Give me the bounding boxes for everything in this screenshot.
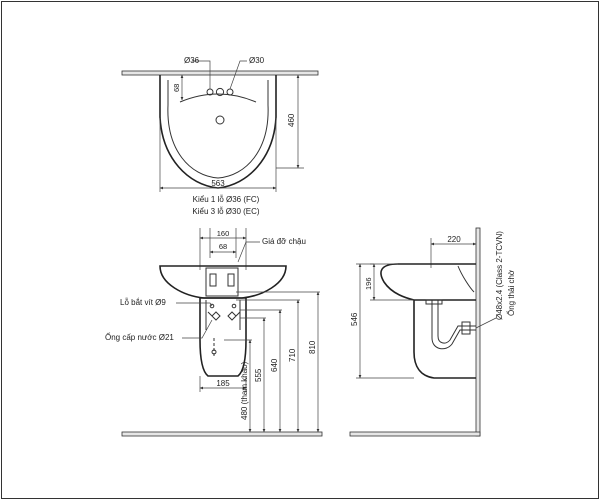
pedestal-inner-lines: [205, 300, 241, 330]
label-total-height: 546: [350, 312, 359, 326]
basin-side-outline: [380, 263, 476, 301]
tap-hole-right-icon: [226, 88, 234, 96]
label-water-pipe: Ống cấp nước Ø21: [105, 332, 174, 342]
trap-pipe: [431, 300, 476, 350]
label-bracket-inner: 68: [219, 242, 227, 251]
drain-fitting: [425, 299, 443, 305]
pedestal-side-outline: [413, 300, 476, 379]
label-hole-left: Ø36: [184, 56, 200, 65]
label-bowl-height: 196: [364, 277, 373, 290]
wall-band-side: [475, 227, 481, 437]
label-hole-right: Ø30: [249, 56, 265, 65]
bracket-slot-right: [227, 273, 235, 287]
label-drain-pipe: Ø48x2.4 (Class 2-TCVN): [495, 231, 504, 320]
label-h555: 555: [254, 368, 263, 382]
leader-hole-right: [229, 60, 247, 90]
tap-hole-center-icon: [215, 87, 225, 97]
basin-bowl-front: [159, 265, 287, 299]
valve-left-icon: [207, 311, 221, 321]
label-projection: 220: [447, 235, 461, 244]
label-bracket: Giá đỡ chậu: [262, 237, 306, 246]
label-h710: 710: [288, 348, 297, 362]
label-width: 563: [211, 179, 225, 188]
valve-right-icon: [227, 311, 241, 321]
deck-curve: [179, 93, 257, 103]
pedestal-hole-icon: [211, 349, 217, 355]
leader-drain: [475, 317, 497, 329]
top-wall-band: [121, 70, 319, 76]
basin-inner-rim: [167, 80, 269, 179]
leader-water-pipe: [182, 319, 213, 339]
label-drain-wait: Ống thải chờ: [506, 269, 516, 316]
front-view: 160 68 Giá đỡ chậu Lỗ bắt vít Ø9 Ống cấp…: [105, 228, 323, 437]
label-h640: 640: [270, 358, 279, 372]
leader-bracket: [237, 241, 260, 263]
leader-hole-left: [192, 60, 211, 89]
side-view: 220 196 546 Ø48x2.4 (Class 2-TCVN) Ống t…: [349, 227, 516, 437]
bracket-slot-left: [209, 273, 217, 287]
note-three-hole: Kiểu 3 lỗ Ø30 (EC): [192, 207, 259, 216]
trap-pipe-inner: [437, 300, 476, 344]
floor-band-front: [121, 431, 323, 437]
label-screw-hole: Lỗ bắt vít Ø9: [120, 298, 166, 307]
label-depth: 460: [287, 113, 296, 127]
leader-screw-hole: [176, 302, 213, 307]
screw-hole-right-icon: [231, 303, 237, 309]
top-view: Ø36 Ø30 68 460 563 Kiểu 1 lỗ Ø36 (FC) Ki…: [121, 56, 319, 216]
bracket-plate: [205, 267, 239, 297]
pedestal-front: [199, 297, 247, 377]
label-pedestal-width: 185: [216, 379, 230, 388]
label-h810: 810: [308, 340, 317, 354]
label-bracket-width: 160: [217, 229, 230, 238]
basin-side-inner: [457, 265, 475, 293]
label-h480: 480 (tham khảo): [240, 361, 249, 420]
label-depth-small: 68: [172, 84, 181, 92]
screw-hole-left-icon: [209, 303, 215, 309]
floor-band-side: [349, 431, 481, 437]
note-one-hole: Kiểu 1 lỗ Ø36 (FC): [193, 195, 260, 204]
drain-hole-icon: [215, 115, 225, 125]
wall-flange: [461, 321, 471, 335]
